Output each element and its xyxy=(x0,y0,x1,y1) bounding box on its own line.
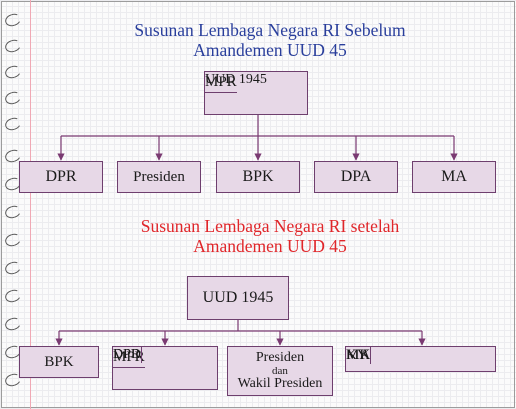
box-ma-before: MA xyxy=(412,161,496,193)
ma-label: MA xyxy=(346,347,372,364)
mpr-box-before: MPR UUD 1945 xyxy=(204,71,308,115)
margin-line xyxy=(30,0,31,409)
box-presiden-after: Presiden dan Wakil Presiden xyxy=(227,346,333,396)
dpd-label: DPD xyxy=(113,347,143,363)
mpr-parts: DPD DPR xyxy=(113,347,217,389)
ky-label: KY xyxy=(346,347,368,363)
mpr-box-after: MPR DPD DPR xyxy=(112,346,218,390)
box-dpr-before: DPR xyxy=(19,161,103,193)
box-dpa-before: DPA xyxy=(314,161,398,193)
uud-label: UUD 1945 xyxy=(205,72,267,87)
box-bpk-after: BPK xyxy=(19,346,99,378)
title-before-line2: Amandemen UUD 45 xyxy=(193,40,347,60)
mpr-label: MPR xyxy=(205,72,237,93)
title-before-line1: Susunan Lembaga Negara RI Sebelum xyxy=(134,20,406,40)
title-after-line2: Amandemen UUD 45 xyxy=(193,236,347,256)
presiden-line3: Wakil Presiden xyxy=(237,376,323,391)
presiden-line2: dan xyxy=(272,365,288,377)
dpr-label: DPR xyxy=(113,347,141,362)
box-bpk-before: BPK xyxy=(216,161,300,193)
judicial-box: MK MA KY xyxy=(345,346,496,372)
box-presiden-before: Presiden xyxy=(117,161,201,193)
uud-box-after: UUD 1945 xyxy=(187,276,289,320)
mpr-label: MPR xyxy=(113,347,145,368)
presiden-line1: Presiden xyxy=(255,350,305,365)
title-after-line1: Susunan Lembaga Negara RI setelah xyxy=(140,216,400,236)
